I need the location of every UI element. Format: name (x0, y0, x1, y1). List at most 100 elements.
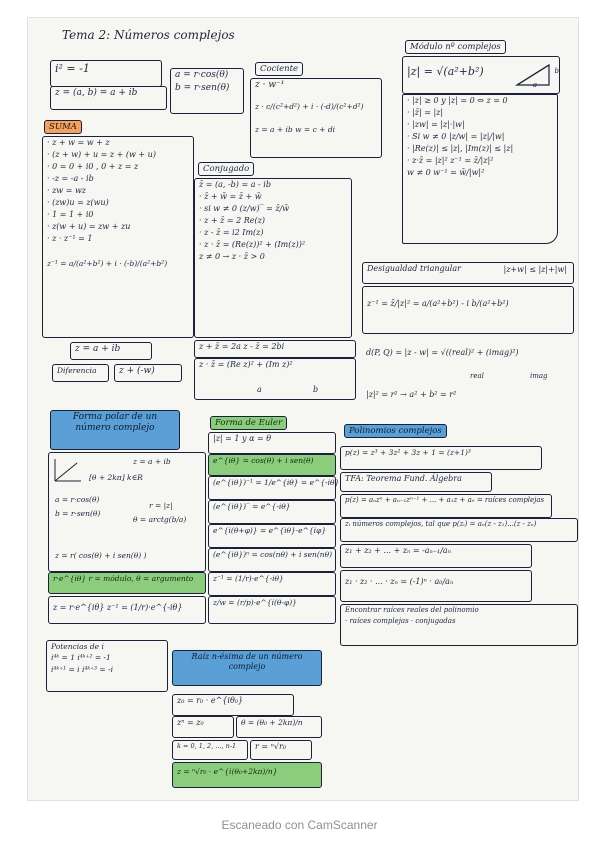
suma-prop: · 0 = 0 + i0 , 0 + z = z (47, 162, 139, 171)
poly-general-box: p(z) = aₙzⁿ + aₙ₋₁zⁿ⁻¹ + ... + a₁z + a₀ … (340, 494, 552, 518)
polar-box: z = a + ib [θ + 2kπ] k∈R a = r·cos(θ) b … (48, 452, 206, 572)
i-squared: i² = -1 (55, 62, 90, 75)
conjugado-prop: · z · z̄ = (Re(z))² + (Im(z))² (199, 240, 306, 249)
z-line: z = a + ib (75, 344, 121, 354)
suma-prop: · (zw)u = z(wu) (47, 198, 109, 207)
desigualdad-ineq: |z+w| ≤ |z|+|w| (503, 265, 568, 274)
desigualdad-box: Desigualdad triangular |z+w| ≤ |z|+|w| (362, 262, 574, 284)
camscanner-watermark: Escaneado con CamScanner (221, 818, 378, 832)
raiz-r2: zⁿ = z₀ (177, 718, 204, 727)
roots-options: · raíces complejas · conjugadas (345, 616, 456, 625)
poly-roots: zᵢ números complejos, tal que p(zᵢ) = aₙ… (345, 520, 537, 528)
polar-b: b = r·sen(θ) (55, 509, 101, 518)
raiz-k-box: k = 0, 1, 2, ..., n-1 (172, 740, 248, 760)
euler-label: Forma de Euler (210, 416, 288, 430)
conjugado-a: a (257, 385, 262, 394)
polar-theta: [θ + 2kπ] k∈R (89, 473, 143, 482)
raiz-r3-box: θ = (θ₀ + 2kπ)/n (236, 716, 322, 738)
part-b: b = r·sen(θ) (175, 83, 230, 94)
raiz-rn-box: r = ⁿ√r₀ (250, 740, 312, 760)
polinomios-label: Polinomios complejos (344, 424, 447, 438)
parts-box: a = r·cos(θ) b = r·sen(θ) (170, 68, 244, 114)
poly-example: p(z) = z³ + 3z² + 3z + 1 = (z+1)³ (345, 448, 471, 457)
modulo-triangle-diagram (514, 63, 550, 86)
euler-prop: (e^{iθ})ⁿ = cos(nθ) + i sen(nθ) (213, 550, 333, 559)
euler-prop-box: z/w = (r/p)·e^{i(θ-φ)} (208, 596, 336, 624)
conjugado-product: z · z̄ = (Re z)² + (Im z)² (199, 360, 293, 369)
potencias-p1: i⁴ᵏ = 1 i⁴ᵏ⁺² = -1 (51, 653, 111, 663)
polar-label: Forma polar de un número complejo (72, 412, 158, 434)
roots-found: Encontrar raíces reales del polinomio (345, 606, 479, 614)
suma-box: · z + w = w + z · (z + w) + u = z + (w +… (42, 136, 194, 338)
definition-box: i² = -1 (50, 60, 162, 87)
roots-prod: z₁ · z₂ · ... · zₙ = (-1)ⁿ · a₀/aₙ (345, 577, 454, 586)
euler-prop: (e^{iθ})⁻¹ = 1/e^{iθ} = e^{-iθ} (213, 478, 340, 487)
modulo-prop: · |zw| = |z|·|w| (407, 120, 465, 129)
conjugado-def: z̄ = (a, -b) = a - ib (199, 180, 271, 189)
polar-exp-box: r·e^{iθ} r = módulo, θ = argumento (48, 572, 206, 594)
modulo-formula: |z| = √(a²+b²) (407, 65, 484, 78)
polar-a: a = r·cos(θ) (55, 495, 100, 504)
polar-exp: r·e^{iθ} r = módulo, θ = argumento (53, 574, 194, 583)
roots-prod-box: z₁ · z₂ · ... · zₙ = (-1)ⁿ · a₀/aₙ (340, 570, 532, 602)
raiz-final-box: z = ⁿ√r₀ · e^{i(θ₀+2kπ)/n} (172, 762, 322, 788)
cociente-box: z · w⁻¹ z · c/(c²+d²) + i · (-d)/(c²+d²)… (250, 78, 382, 158)
roots-found-box: Encontrar raíces reales del polinomio · … (340, 604, 578, 646)
suma-label: SUMA (44, 120, 82, 134)
euler-prop-box: e^{iθ} = cos(θ) + i sen(θ) (208, 454, 336, 476)
binomial-box: z = (a, b) = a + ib (50, 86, 167, 110)
euler-prop-box: (e^{iθ})‾ = e^{-iθ} (208, 500, 336, 524)
inverse-box: z⁻¹ = z̄/|z|² = a/(a²+b²) - i b/(a²+b²) (362, 286, 574, 334)
raiz-k: k = 0, 1, 2, ..., n-1 (177, 742, 237, 750)
raiz-label-box: Raíz n-ésima de un número complejo (172, 650, 322, 686)
euler-prop: (e^{iθ})‾ = e^{-iθ} (213, 502, 291, 511)
modulo-label: Módulo nº complejos (405, 40, 506, 54)
modulo-prop: · |z| ≥ 0 y |z| = 0 ⇔ z = 0 (407, 96, 508, 105)
modulo-prop: w ≠ 0 w⁻¹ = w̄/|w|² (407, 168, 485, 177)
raiz-rn: r = ⁿ√r₀ (255, 742, 286, 751)
suma-prop: · (z + w) + u = z + (w + u) (47, 150, 156, 159)
raiz-final: z = ⁿ√r₀ · e^{i(θ₀+2kπ)/n} (177, 767, 278, 776)
modulo-prop: · Si w ≠ 0 |z/w| = |z|/|w| (407, 132, 505, 141)
potencias-p2: i⁴ᵏ⁺¹ = i i⁴ᵏ⁺³ = -i (51, 664, 114, 674)
suma-prop: · z · z⁻¹ = 1 (47, 234, 93, 243)
radius-relation: |z|² = r² → a² + b² = r² (366, 390, 457, 399)
conjugado-label: Conjugado (198, 162, 255, 176)
euler-prop-box: |z| = 1 y α = θ (208, 432, 336, 454)
diferencia-formula: z + (-w) (119, 366, 155, 376)
diferencia-formula-box: z + (-w) (114, 364, 182, 382)
page-title: Tema 2: Números complejos (62, 28, 235, 42)
euler-prop-box: z⁻¹ = (1/r)·e^{-iθ} (208, 572, 336, 596)
raiz-r1: z₀ = r₀ · e^{iθ₀} (177, 696, 244, 705)
euler-prop: e^{i(θ+φ)} = e^{iθ}·e^{iφ} (213, 526, 327, 535)
modulo-diagram-b: b (554, 67, 559, 75)
polar-r: r = |z| (149, 501, 173, 510)
modulo-formula-box: |z| = √(a²+b²) a b (402, 56, 560, 94)
conjugado-sums-box: z + z̄ = 2a z - z̄ = 2bi (194, 340, 356, 358)
modulo-prop: · z·z̄ = |z|² z⁻¹ = z̄/|z|² (407, 156, 494, 165)
suma-prop: · z + w = w + z (47, 138, 110, 147)
modulo-diagram-a: a (532, 81, 537, 89)
binomial-form: z = (a, b) = a + ib (55, 88, 138, 98)
conjugado-sums: z + z̄ = 2a z - z̄ = 2bi (199, 342, 285, 351)
poly-roots-box: zᵢ números complejos, tal que p(zᵢ) = aₙ… (340, 518, 578, 542)
conjugado-prop: · z̄ + w̄ = z̄ + w̄ (199, 192, 262, 201)
euler-prop: e^{iθ} = cos(θ) + i sen(θ) (213, 456, 314, 465)
distance-real: real (470, 372, 484, 380)
suma-prop: · z(w + u) = zw + zu (47, 222, 131, 231)
polar-diagram (54, 459, 81, 482)
z-line-box: z = a + ib (70, 342, 152, 360)
roots-sum-box: z₁ + z₂ + ... + zₙ = -aₙ₋₁/aₙ (340, 544, 532, 568)
modulo-prop: · |z̄| = |z| (407, 108, 444, 117)
euler-prop: |z| = 1 y α = θ (213, 434, 272, 443)
raiz-r1-box: z₀ = r₀ · e^{iθ₀} (172, 694, 294, 716)
part-a: a = r·cos(θ) (175, 70, 229, 80)
conjugado-b: b (313, 385, 319, 394)
conjugado-product-box: z · z̄ = (Re z)² + (Im z)² a b (194, 358, 356, 400)
raiz-r3: θ = (θ₀ + 2kπ)/n (241, 718, 303, 727)
distance-formula: d(P, Q) = |z - w| = √((real)² + (imag)²) (366, 348, 519, 357)
conjugado-prop: z ≠ 0 → z · z̄ > 0 (199, 252, 265, 261)
suma-prop: · -z = -a - ib (47, 174, 94, 183)
poly-example-box: p(z) = z³ + 3z² + 3z + 1 = (z+1)³ (340, 446, 542, 470)
suma-prop: · 1 = 1 + i0 (47, 210, 94, 219)
